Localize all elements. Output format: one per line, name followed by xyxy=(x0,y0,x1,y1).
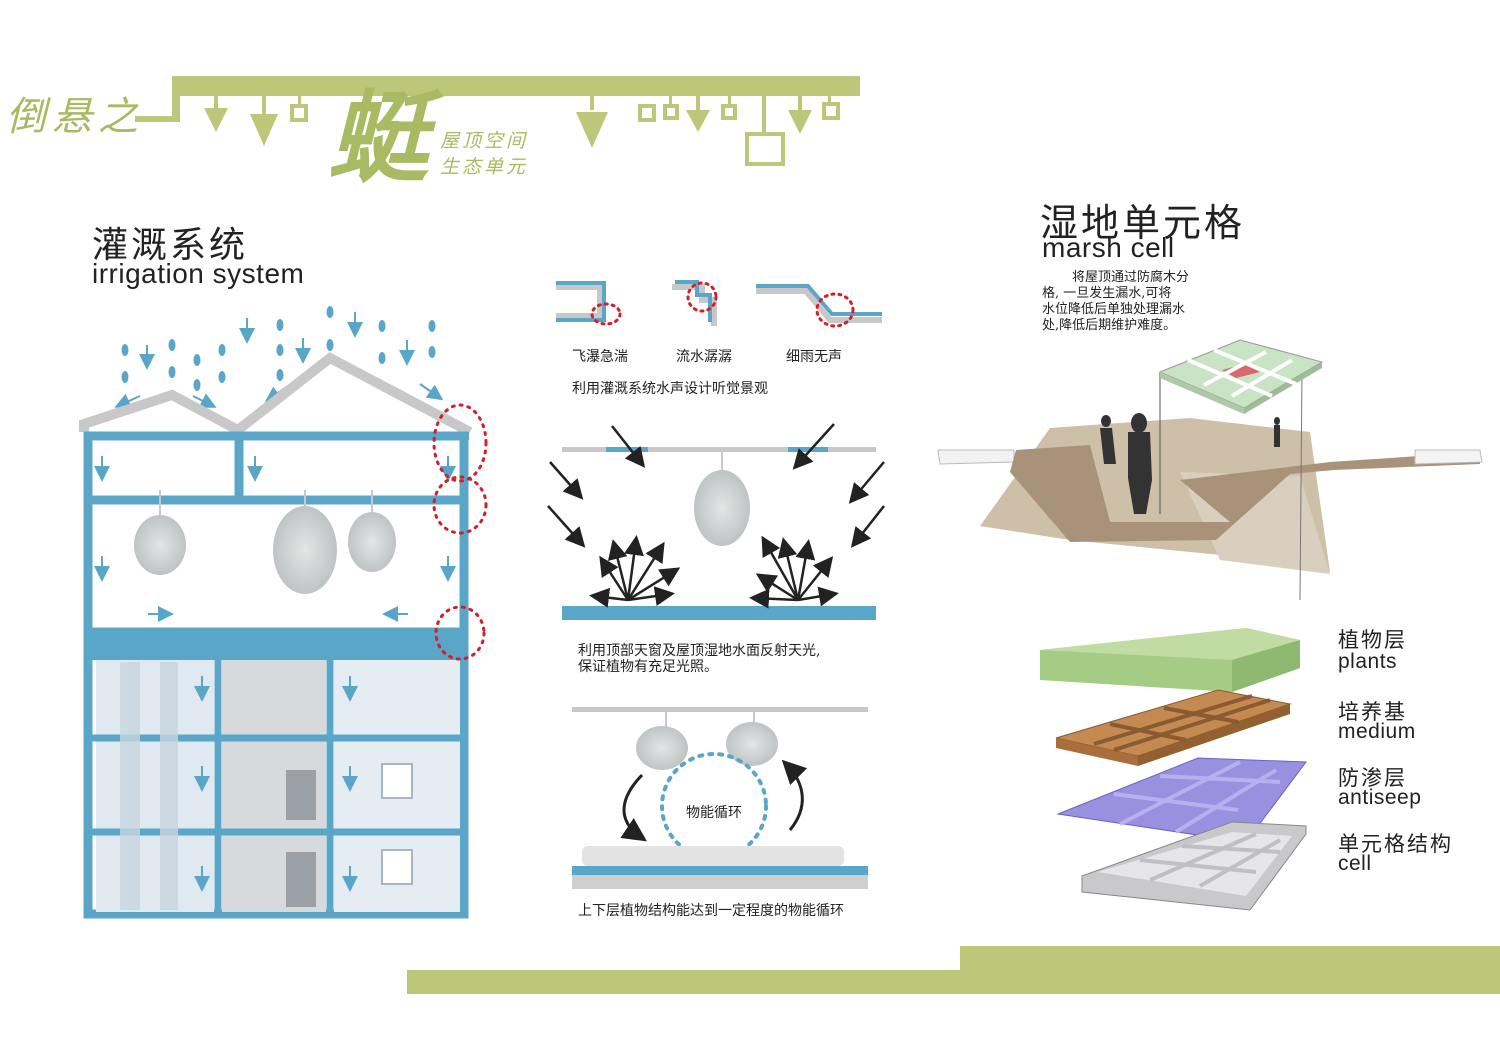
layer-plants-cn: 植物层 xyxy=(1338,628,1407,652)
header-big-glyph: 蜓 xyxy=(328,79,428,197)
header-title: 倒悬之 xyxy=(6,94,144,140)
marsh-title-cn: 湿地单元格 xyxy=(1040,201,1246,245)
marsh-title-en: marsh cell xyxy=(1042,232,1175,263)
header-bar xyxy=(135,76,860,166)
irrigation-title-en: irrigation system xyxy=(92,258,305,289)
light-reflection-diagram xyxy=(547,423,885,620)
header-subtitle-1: 屋顶空间 xyxy=(440,130,529,152)
sound-details xyxy=(556,280,882,328)
sound-label-2: 流水潺潺 xyxy=(676,349,732,365)
cycle-diagram xyxy=(572,707,868,889)
layer-cell-cn: 单元格结构 xyxy=(1338,832,1453,856)
layer-medium-cn: 培养基 xyxy=(1338,700,1407,724)
layer-antiseep-en: antiseep xyxy=(1338,786,1422,809)
marsh-desc-1: 将屋顶通过防腐木分 xyxy=(1072,270,1190,285)
layer-plants-en: plants xyxy=(1338,650,1398,673)
marsh-desc-2: 格, 一旦发生漏水,可将 xyxy=(1042,286,1172,301)
layer-cell-en: cell xyxy=(1338,852,1372,875)
light-caption-1: 利用顶部天窗及屋顶湿地水面反射天光, xyxy=(578,643,821,659)
footer-bar xyxy=(407,946,1500,994)
layer-medium-en: medium xyxy=(1338,720,1416,743)
light-caption-2: 保证植物有充足光照。 xyxy=(578,659,718,675)
header-subtitle-2: 生态单元 xyxy=(440,156,529,178)
layer-antiseep-cn: 防渗层 xyxy=(1338,766,1407,790)
marsh-desc-3: 水位降低后单独处理漏水 xyxy=(1042,302,1186,317)
exploded-layers xyxy=(1040,628,1307,911)
irrigation-title-cn: 灌溉系统 xyxy=(92,225,249,266)
marsh-desc-4: 处,降低后期维护难度。 xyxy=(1042,318,1177,333)
sound-caption: 利用灌溉系统水声设计听觉景观 xyxy=(572,381,768,397)
marsh-perspective xyxy=(937,339,1483,601)
cycle-caption: 上下层植物结构能达到一定程度的物能循环 xyxy=(578,903,844,919)
cycle-center-label: 物能循环 xyxy=(686,805,742,821)
sound-label-1: 飞瀑急湍 xyxy=(572,349,628,365)
sound-label-3: 细雨无声 xyxy=(786,349,842,365)
irrigation-diagram xyxy=(79,306,488,919)
